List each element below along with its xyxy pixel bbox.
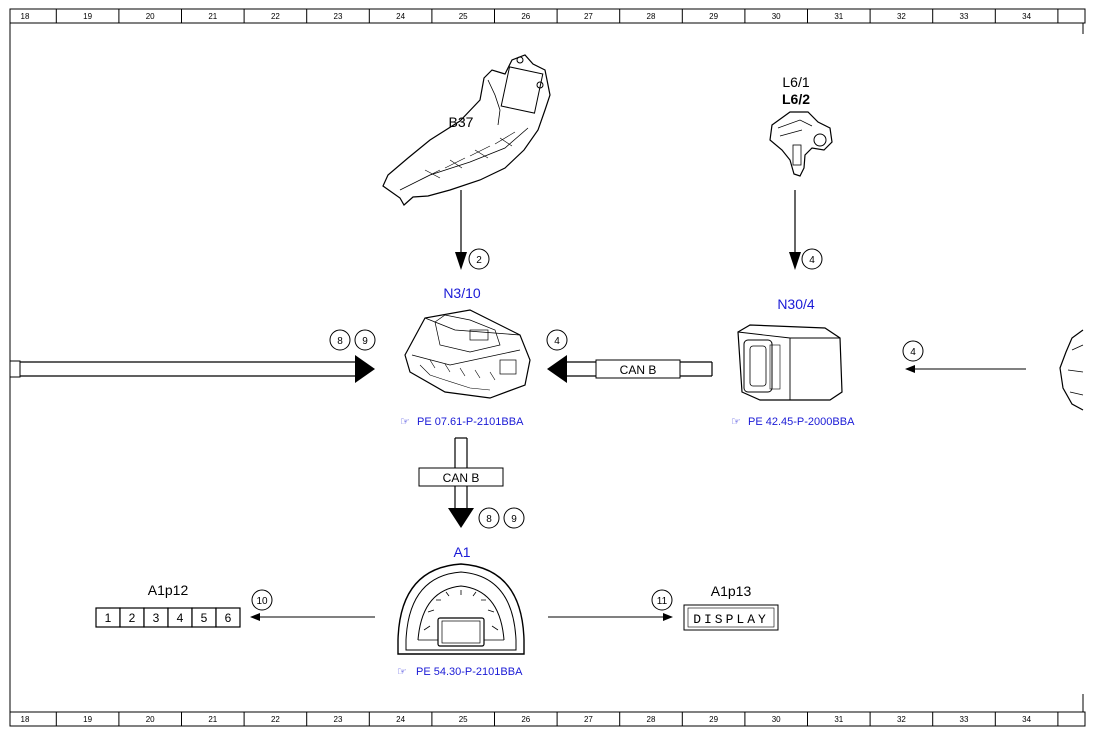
engine-control-unit-n3-10[interactable] — [404, 309, 531, 399]
ruler-label: 19 — [83, 715, 92, 724]
ruler-label: 30 — [772, 715, 781, 724]
ruler-label: 23 — [334, 12, 343, 21]
ruler-label: 19 — [83, 12, 92, 21]
reference-a1[interactable]: ☞ PE 54.30-P-2101BBA — [397, 666, 523, 678]
ruler-label: 34 — [1022, 12, 1031, 21]
lamp-cell-label: 3 — [153, 611, 160, 625]
svg-text:4: 4 — [809, 255, 815, 266]
lamp-cell-label: 2 — [129, 611, 136, 625]
svg-text:10: 10 — [256, 596, 268, 607]
svg-text:8: 8 — [486, 514, 492, 525]
reference-n30-4[interactable]: ☞ PE 42.45-P-2000BBA — [731, 416, 855, 428]
ruler-label: 18 — [21, 12, 30, 21]
lamp-cell — [215, 607, 241, 628]
ruler-label: 31 — [834, 715, 843, 724]
svg-text:4: 4 — [910, 347, 916, 358]
ruler-label: 33 — [960, 715, 969, 724]
instrument-cluster-a1[interactable] — [397, 563, 525, 655]
can-b-bus-horizontal: CAN B — [547, 355, 713, 383]
multifunction-display-a1p13[interactable]: DISPLAY — [683, 604, 779, 631]
arrowhead — [789, 252, 801, 270]
label-a1: A1 — [453, 544, 470, 560]
esp-control-unit-n30-4[interactable] — [737, 324, 843, 401]
ruler-label: 20 — [146, 715, 155, 724]
ruler-label: 21 — [208, 12, 217, 21]
pedal-sensor-b37[interactable] — [382, 54, 551, 206]
marker-4: 4 — [546, 329, 568, 351]
svg-text:9: 9 — [511, 514, 517, 525]
can-b-bus-vertical: CAN B — [418, 437, 504, 528]
ruler-label: 21 — [208, 715, 217, 724]
marker-9: 9 — [503, 507, 525, 529]
ruler-label: 24 — [396, 715, 405, 724]
partial-component-right — [1059, 329, 1084, 411]
ruler-label: 24 — [396, 12, 405, 21]
ruler-label: 25 — [459, 715, 468, 724]
svg-text:8: 8 — [337, 336, 343, 347]
ruler-label: 31 — [834, 12, 843, 21]
svg-text:4: 4 — [554, 336, 560, 347]
ruler-label: 34 — [1022, 715, 1031, 724]
label-a1p13: A1p13 — [711, 583, 752, 599]
indicator-lamp-block-a1p12[interactable]: 1 2 3 4 5 6 — [95, 607, 241, 628]
ruler-label: 27 — [584, 12, 593, 21]
ruler-label: 22 — [271, 12, 280, 21]
ruler-label: 18 — [21, 715, 30, 724]
ruler-label: 28 — [647, 715, 656, 724]
pointing-hand-icon: ☞ — [400, 416, 410, 428]
ruler-label: 28 — [647, 12, 656, 21]
speed-sensor-l6[interactable] — [769, 111, 833, 177]
marker-4: 4 — [801, 248, 823, 270]
ruler-label: 22 — [271, 715, 280, 724]
display-text: DISPLAY — [693, 612, 769, 627]
svg-text:2: 2 — [476, 255, 482, 266]
ruler-label: 33 — [960, 12, 969, 21]
label-n30-4: N30/4 — [777, 296, 815, 312]
lamp-cell-label: 5 — [201, 611, 208, 625]
lamp-cell-label: 6 — [225, 611, 232, 625]
label-b37: B37 — [449, 114, 474, 130]
lamp-cell-label: 1 — [105, 611, 112, 625]
marker-8: 8 — [478, 507, 500, 529]
ruler-label: 26 — [521, 12, 530, 21]
lamp-cell-label: 4 — [177, 611, 184, 625]
pointing-hand-icon: ☞ — [397, 666, 407, 678]
label-l6-2: L6/2 — [782, 91, 810, 107]
marker-9: 9 — [354, 329, 376, 351]
svg-text:PE 07.61-P-2101BBA: PE 07.61-P-2101BBA — [417, 416, 524, 428]
marker-10: 10 — [251, 589, 273, 611]
svg-text:PE 42.45-P-2000BBA: PE 42.45-P-2000BBA — [748, 416, 855, 428]
marker-8: 8 — [329, 329, 351, 351]
svg-text:9: 9 — [362, 336, 368, 347]
ruler-bottom: 18 19 20 21 22 23 24 25 26 27 28 29 30 31 32 33 34 — [9, 711, 1086, 727]
ruler-label: 23 — [334, 715, 343, 724]
svg-text:11: 11 — [657, 596, 668, 607]
svg-text:PE 54.30-P-2101BBA: PE 54.30-P-2101BBA — [416, 666, 523, 678]
svg-text:CAN B: CAN B — [443, 471, 480, 485]
ruler-label: 20 — [146, 12, 155, 21]
ruler-label: 32 — [897, 12, 906, 21]
ruler-top: 18 19 20 21 22 23 24 25 26 27 28 29 30 31 32 33 34 — [9, 8, 1086, 24]
marker-4: 4 — [902, 340, 924, 362]
bus-pipe-left — [9, 355, 375, 383]
arrowhead — [455, 252, 467, 270]
ruler-label: 29 — [709, 715, 718, 724]
label-l6-1: L6/1 — [782, 74, 809, 90]
svg-text:CAN B: CAN B — [620, 363, 657, 377]
ruler-label: 27 — [584, 715, 593, 724]
marker-2: 2 — [468, 248, 490, 270]
marker-11: 11 — [651, 589, 673, 611]
reference-n3-10[interactable]: ☞ PE 07.61-P-2101BBA — [400, 416, 524, 428]
ruler-label: 25 — [459, 12, 468, 21]
pointing-hand-icon: ☞ — [731, 416, 741, 428]
label-a1p12: A1p12 — [148, 582, 189, 598]
ruler-label: 26 — [521, 715, 530, 724]
ruler-label: 30 — [772, 12, 781, 21]
label-n3-10: N3/10 — [443, 285, 481, 301]
ruler-label: 29 — [709, 12, 718, 21]
ruler-label: 32 — [897, 715, 906, 724]
